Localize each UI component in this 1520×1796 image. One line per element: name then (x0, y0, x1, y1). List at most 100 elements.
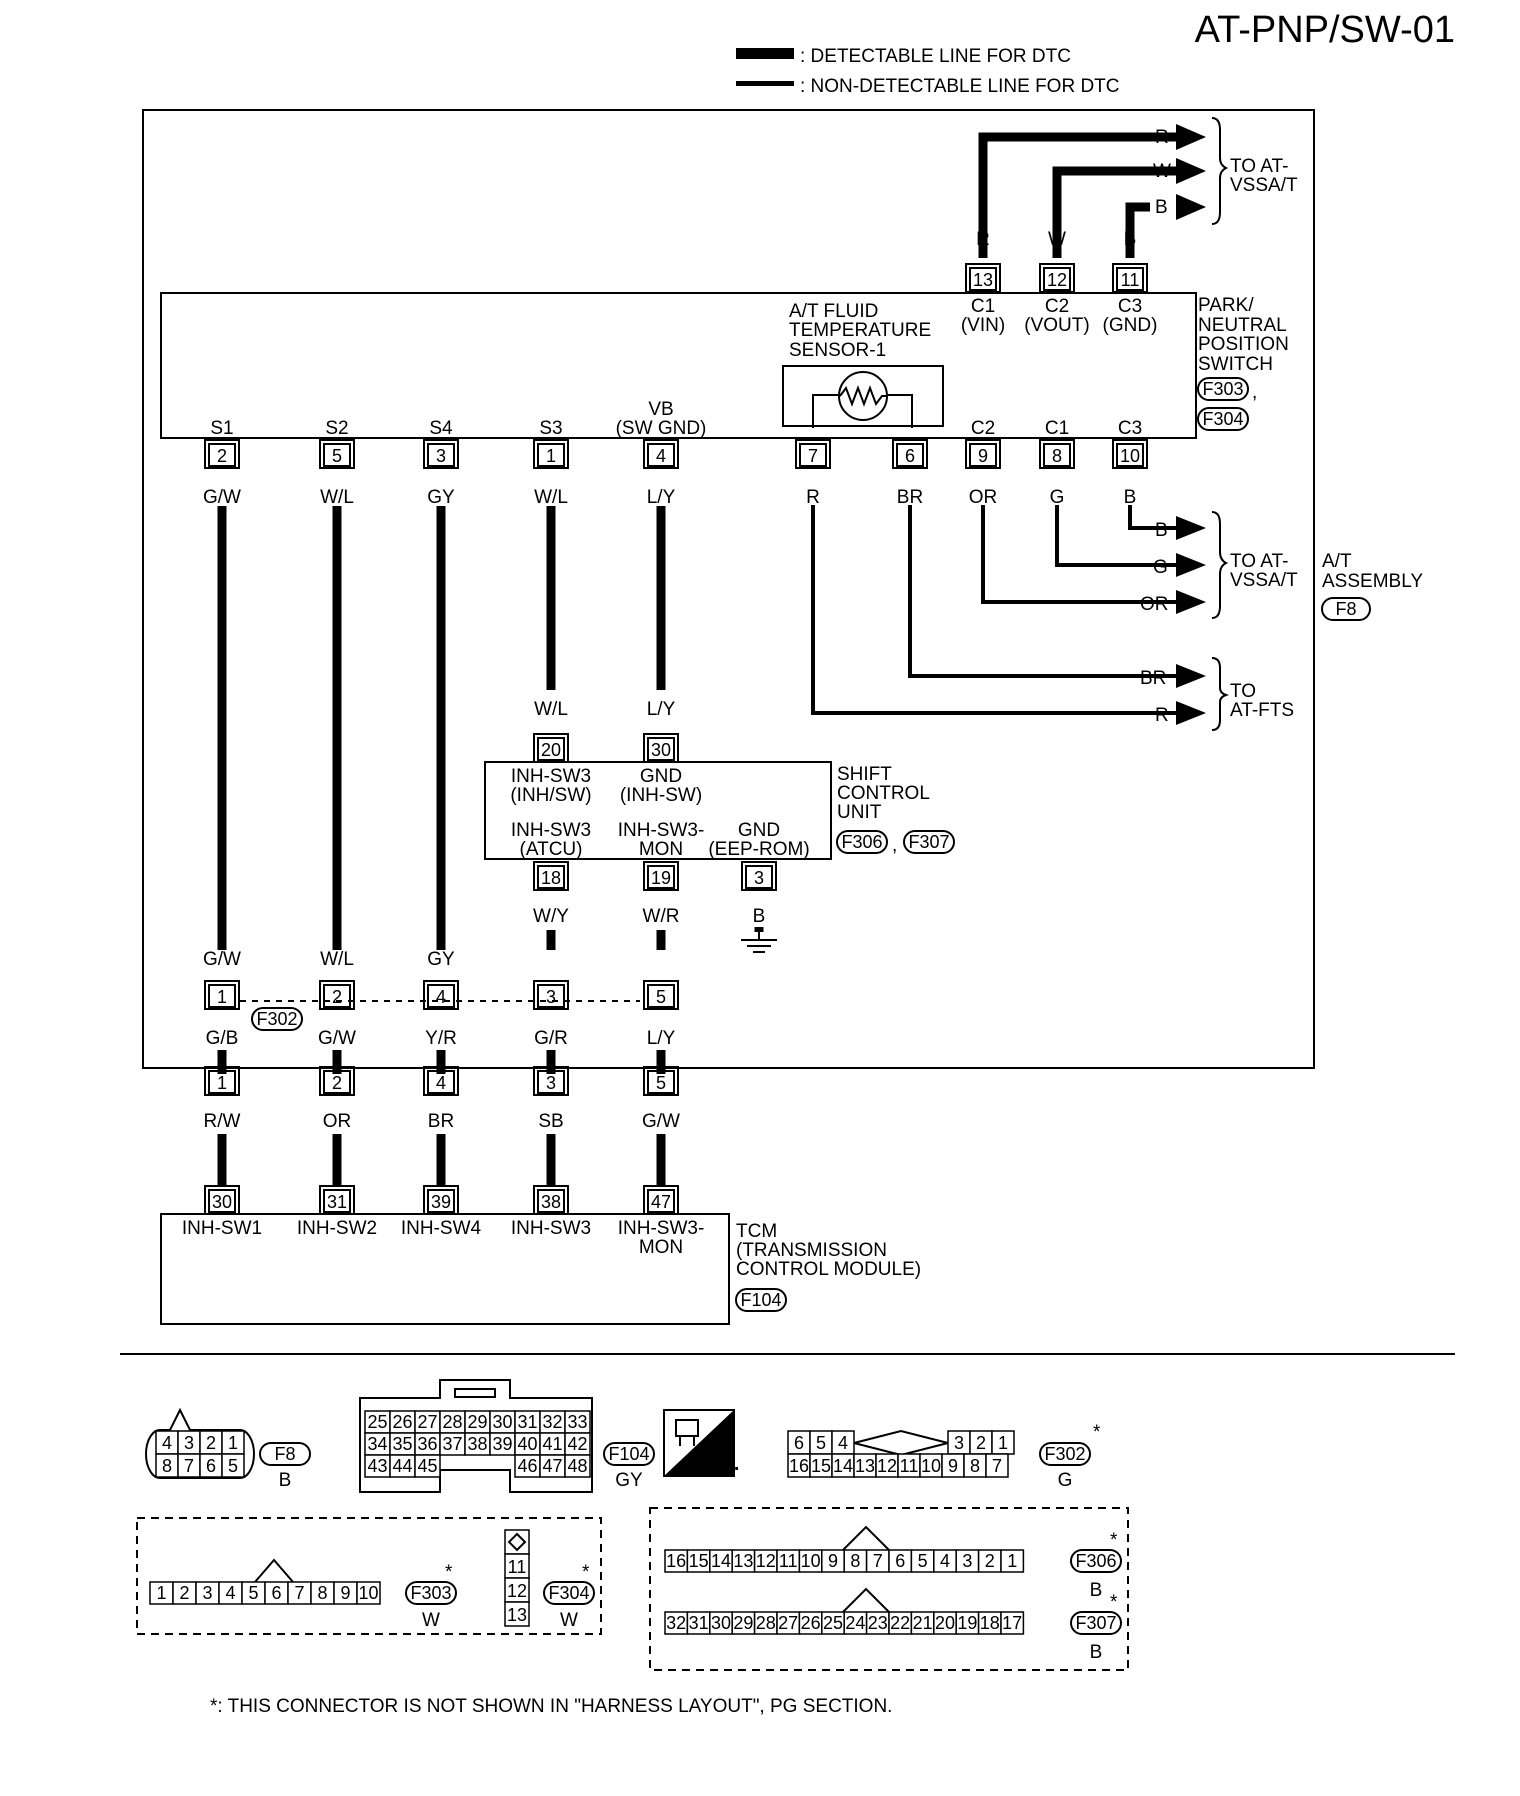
svg-text:11: 11 (900, 1456, 919, 1476)
svg-text:2: 2 (217, 446, 227, 466)
svg-text:5: 5 (656, 1073, 666, 1093)
f307-tag: F307 (1070, 1611, 1122, 1635)
connector-tag-f302: F302 (251, 1007, 303, 1031)
f302-pin: 5 (643, 980, 679, 1010)
scu-pin18-label: INH-SW3(ATCU) (511, 820, 591, 860)
svg-text:8: 8 (850, 1551, 860, 1571)
svg-text:F8: F8 (274, 1444, 295, 1464)
svg-text:4: 4 (940, 1551, 950, 1571)
f304-star: * (582, 1562, 590, 1583)
svg-text:,: , (892, 835, 897, 856)
svg-text:1: 1 (217, 1073, 227, 1093)
svg-text:24: 24 (845, 1613, 865, 1633)
wire-color-label: W/Y (533, 906, 569, 927)
scu-pin19-label: INH-SW3-MON (618, 820, 705, 860)
f302-pin: 3 (533, 980, 569, 1010)
wire-color-label: W/L (320, 487, 354, 508)
wire-color-label: R/W (204, 1111, 241, 1132)
svg-text:10: 10 (358, 1583, 378, 1603)
svg-text:5: 5 (248, 1583, 258, 1603)
svg-text:6: 6 (206, 1456, 216, 1476)
wire-label-b-top: B (1155, 197, 1168, 218)
svg-text:1: 1 (217, 987, 227, 1007)
pin-12: 12 (1047, 270, 1067, 290)
svg-text:11: 11 (508, 1557, 527, 1577)
svg-text:F302: F302 (256, 1009, 297, 1029)
pnp-pin-8: 8 (1039, 439, 1075, 469)
svg-text:16: 16 (666, 1551, 686, 1571)
harness-pin: 4 (423, 1066, 459, 1096)
svg-text:F104: F104 (740, 1290, 781, 1310)
svg-text:13: 13 (507, 1605, 527, 1625)
footnote: *: THIS CONNECTOR IS NOT SHOWN IN "HARNE… (210, 1696, 892, 1717)
tcm-pin: 31 (319, 1185, 355, 1215)
f104-color: GY (615, 1470, 643, 1491)
svg-text:29: 29 (733, 1613, 753, 1633)
svg-text:18: 18 (541, 868, 561, 888)
pnp-pin-5: 5 (319, 439, 355, 469)
svg-text:33: 33 (567, 1412, 587, 1432)
tcm-pin-label: INH-SW2 (297, 1218, 377, 1239)
scu-pin30-label: GND(INH-SW) (620, 766, 702, 806)
pnp-pin-10: 10 (1112, 439, 1148, 469)
svg-text:3: 3 (436, 446, 446, 466)
svg-text:25: 25 (367, 1412, 387, 1432)
wire-color-label: G/W (642, 1111, 680, 1132)
tcm-pin-label: INH-SW1 (182, 1218, 262, 1239)
dashed-group-f306-f307 (649, 1507, 1129, 1671)
pnp-c2-label: C2(VOUT) (1024, 296, 1089, 336)
svg-text:38: 38 (541, 1192, 561, 1212)
svg-text:6: 6 (271, 1583, 281, 1603)
svg-text:3: 3 (184, 1433, 194, 1453)
svg-text:3: 3 (202, 1583, 212, 1603)
svg-text:8: 8 (970, 1456, 980, 1476)
tcm-pin-label: INH-SW3- (618, 1218, 705, 1239)
svg-text:38: 38 (467, 1434, 487, 1454)
svg-text:F304: F304 (548, 1583, 589, 1603)
dashed-group-f303-f304 (136, 1517, 602, 1635)
fluid-temp-sensor (782, 365, 944, 427)
wire-color-label: B (1124, 487, 1137, 508)
svg-text:23: 23 (868, 1613, 888, 1633)
svg-text:30: 30 (651, 740, 671, 760)
wire-label-w-top: W (1153, 161, 1171, 182)
right-wires (811, 505, 1230, 731)
svg-text:29: 29 (467, 1412, 487, 1432)
pnp-vb-label: VB(SW GND) (616, 399, 707, 439)
pnp-c1-bottom: C1 (1045, 418, 1069, 439)
scu-pin-30: 30 (643, 733, 679, 763)
legend-detectable: : DETECTABLE LINE FOR DTC (800, 46, 1071, 67)
f306-star: * (1110, 1530, 1118, 1551)
f8-color: B (279, 1470, 292, 1491)
scu-pin3-label: GND(EEP-ROM) (708, 820, 809, 860)
wire-label-b-right: B (1155, 520, 1168, 541)
wire-color-label: OR (969, 487, 998, 508)
pnp-pin-4: 4 (643, 439, 679, 469)
svg-text:7: 7 (184, 1456, 194, 1476)
svg-text:F303: F303 (410, 1583, 451, 1603)
pnp-c3-bottom: C3 (1118, 418, 1142, 439)
svg-text:7: 7 (808, 446, 818, 466)
svg-text:5: 5 (228, 1456, 238, 1476)
svg-text:4: 4 (162, 1433, 172, 1453)
f302-tag: F302 (1039, 1442, 1091, 1466)
f306-key (842, 1525, 890, 1551)
svg-text:21: 21 (913, 1613, 933, 1633)
fluid-temp-sensor-label: A/T FLUID TEMPERATURE SENSOR-1 (789, 301, 936, 361)
scu-title: SHIFT CONTROL UNIT (837, 764, 934, 823)
tcm-pin-label: MON (639, 1237, 683, 1258)
connector-tag-f307: F307 (903, 830, 955, 854)
svg-text:4: 4 (225, 1583, 235, 1603)
f8-tag: F8 (259, 1442, 311, 1466)
pnp-pin-9: 9 (965, 439, 1001, 469)
legend-non-detectable: : NON-DETECTABLE LINE FOR DTC (800, 76, 1120, 97)
svg-text:7: 7 (992, 1456, 1002, 1476)
pnp-s4-label: S4 (429, 418, 453, 439)
svg-text:8: 8 (162, 1456, 172, 1476)
svg-text:3: 3 (754, 868, 764, 888)
svg-text:48: 48 (567, 1456, 587, 1476)
svg-text:27: 27 (417, 1412, 437, 1432)
